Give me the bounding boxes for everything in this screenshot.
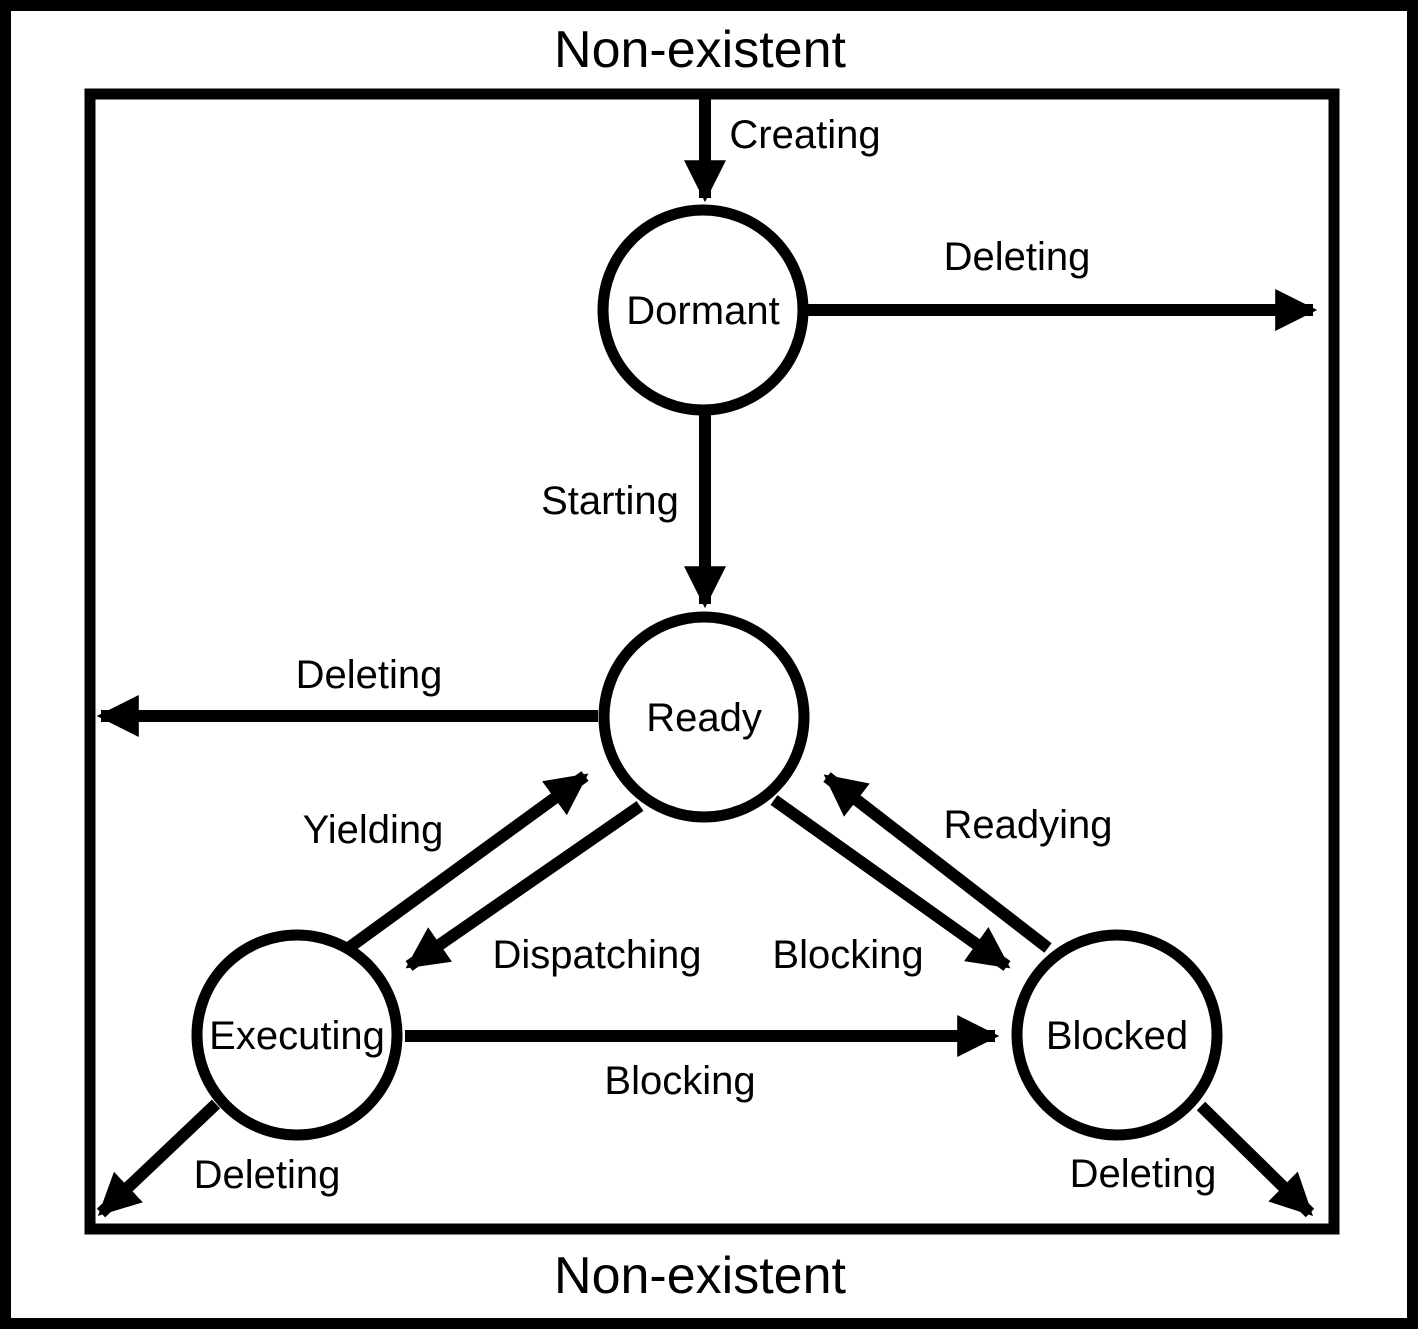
deleting-blocked-arrow — [1196, 1101, 1315, 1218]
transition-deleting-from-executing: Deleting — [96, 1099, 341, 1218]
deleting-dormant-label: Deleting — [944, 235, 1091, 279]
transition-readying: Readying — [823, 772, 1113, 953]
transition-deleting-from-dormant: Deleting — [808, 235, 1318, 331]
transition-creating: Creating — [684, 98, 881, 203]
state-executing: Executing — [191, 929, 403, 1141]
deleting-executing-label: Deleting — [194, 1153, 341, 1197]
transition-dispatching: Dispatching — [405, 801, 702, 977]
non-existent-top-label: Non-existent — [554, 21, 846, 79]
blocked-label: Blocked — [1046, 1014, 1188, 1058]
deleting-ready-label: Deleting — [296, 653, 443, 697]
blocking-diagonal-arrow — [770, 795, 1011, 971]
dormant-circle — [597, 204, 809, 416]
non-existent-bottom-label: Non-existent — [554, 1247, 846, 1305]
blocking-horizontal-label: Blocking — [604, 1059, 755, 1103]
transition-yielding: Yielding — [303, 771, 589, 952]
yielding-label: Yielding — [303, 808, 444, 852]
dispatching-label: Dispatching — [492, 933, 701, 977]
executing-label: Executing — [209, 1014, 385, 1058]
ready-circle — [598, 611, 810, 823]
transition-deleting-from-blocked: Deleting — [1070, 1101, 1315, 1218]
deleting-blocked-label: Deleting — [1070, 1152, 1217, 1196]
transition-blocking-from-ready: Blocking — [770, 795, 1011, 977]
blocking-diagonal-label: Blocking — [772, 933, 923, 977]
transition-deleting-from-ready: Deleting — [96, 653, 598, 737]
readying-label: Readying — [943, 803, 1112, 847]
transition-starting: Starting — [541, 415, 726, 609]
state-ready: Ready — [598, 611, 810, 823]
state-dormant: Dormant — [597, 204, 809, 416]
dormant-label: Dormant — [626, 289, 779, 333]
state-blocked: Blocked — [1011, 929, 1223, 1141]
starting-label: Starting — [541, 479, 679, 523]
blocked-circle — [1011, 929, 1223, 1141]
ready-label: Ready — [646, 696, 762, 740]
yielding-arrow — [346, 771, 589, 952]
dispatching-arrow — [405, 801, 644, 971]
transition-blocking-from-executing: Blocking — [405, 1015, 1000, 1103]
executing-circle — [191, 929, 403, 1141]
readying-arrow — [823, 772, 1052, 953]
inner-system-box — [84, 88, 1340, 1235]
deleting-executing-arrow — [96, 1099, 221, 1218]
creating-label: Creating — [729, 113, 880, 157]
